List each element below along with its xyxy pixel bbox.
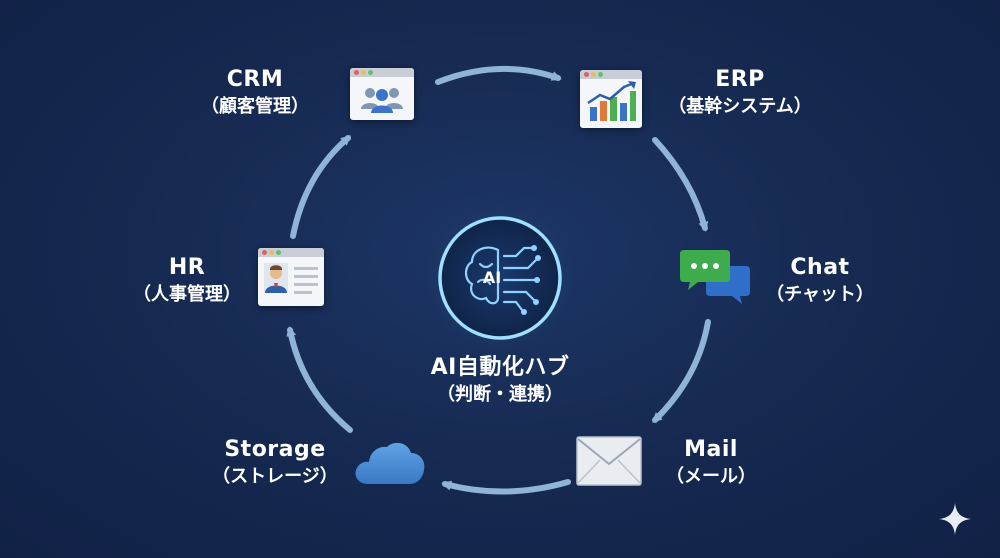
bar-chart-icon — [587, 81, 636, 121]
hub-brain-icon: AI — [422, 200, 578, 356]
arrow-crm-to-erp — [435, 65, 562, 85]
cloud-icon — [355, 442, 425, 484]
crm-subtitle: （顧客管理） — [201, 96, 309, 117]
mail-subtitle: （メール） — [666, 466, 756, 487]
erp-subtitle: （基幹システム） — [668, 96, 812, 117]
storage-title: Storage — [224, 437, 326, 462]
profile-card-icon — [264, 263, 318, 294]
crm-label: CRM （顧客管理） — [190, 66, 320, 120]
hr-icon — [258, 248, 324, 306]
chat-subtitle: （チャット） — [766, 284, 874, 305]
erp-title: ERP — [715, 67, 765, 92]
chat-label: Chat （チャット） — [760, 254, 880, 308]
crm-title: CRM — [226, 67, 284, 92]
mail-title: Mail — [684, 437, 738, 462]
sparkle-icon — [939, 503, 971, 535]
hub-badge: AI — [483, 268, 501, 287]
mail-icon — [576, 436, 642, 486]
mail-label: Mail （メール） — [656, 436, 766, 490]
hub-subtitle: （判断・連携） — [437, 384, 563, 405]
hub-label: AI自動化ハブ （判断・連携） — [400, 354, 600, 408]
hr-title: HR — [168, 255, 206, 280]
chat-icon — [680, 250, 750, 304]
erp-label: ERP （基幹システム） — [660, 66, 820, 120]
hr-subtitle: （人事管理） — [133, 284, 241, 305]
chat-title: Chat — [790, 255, 850, 280]
storage-label: Storage （ストレージ） — [200, 436, 350, 490]
erp-icon — [580, 70, 642, 128]
hr-label: HR （人事管理） — [130, 254, 244, 308]
arrow-mail-to-storage — [441, 479, 571, 495]
arrow-erp-to-chat — [652, 137, 709, 232]
storage-subtitle: （ストレージ） — [212, 466, 338, 487]
hub-title: AI自動化ハブ — [430, 355, 570, 380]
users-icon — [361, 88, 403, 113]
arrow-chat-to-mail — [652, 319, 711, 423]
arrow-storage-to-hr — [286, 326, 353, 433]
crm-icon — [350, 68, 414, 120]
arrow-hr-to-crm — [290, 135, 352, 239]
